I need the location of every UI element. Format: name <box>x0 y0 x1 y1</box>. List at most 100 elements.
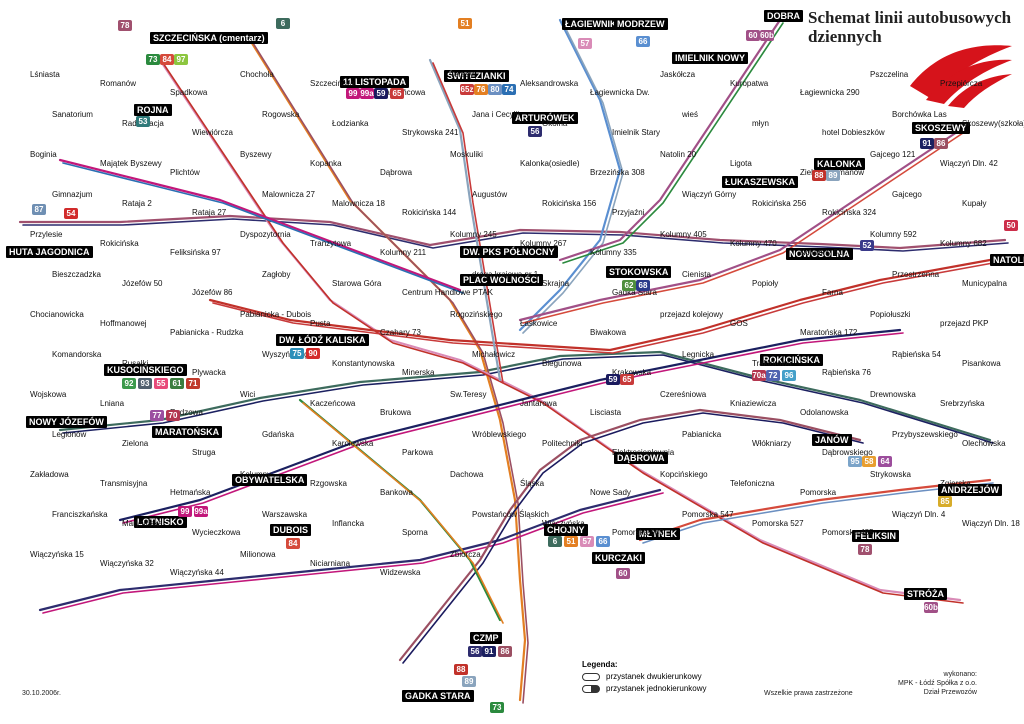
stop-label: Dąbrowa <box>380 168 412 177</box>
stop-label: Rokicińska 256 <box>752 199 806 208</box>
author-block: wykonano: MPK - Łódź Spółka z o.o. Dział… <box>898 670 977 697</box>
stop-label: Sporna <box>402 528 428 537</box>
line-badge: 70a <box>752 370 766 381</box>
route-line <box>20 216 1005 248</box>
hub-rojna: ROJNA <box>134 104 172 116</box>
stop-label: przejazd PKP <box>940 319 988 328</box>
stop-label: Jaskółcza <box>660 70 695 79</box>
line-badge: 90 <box>306 348 320 359</box>
stop-label: Józefów 86 <box>192 288 232 297</box>
stop-label: Rokicińska 324 <box>822 208 876 217</box>
line-badge: 57 <box>578 38 592 49</box>
stop-label: Dyspozytornia <box>240 230 291 239</box>
stop-label: Lśniasta <box>30 70 60 79</box>
stop-label: Chocianowicka <box>30 310 84 319</box>
stop-label: Zbiorcza <box>450 550 481 559</box>
stop-label: Kolumny 245 <box>450 230 497 239</box>
stop-label: Kolumny 592 <box>870 230 917 239</box>
stop-label: Widzewska <box>380 568 420 577</box>
stop-label: Przepiórcza <box>940 79 982 88</box>
stop-label: Romanów <box>100 79 136 88</box>
hub-huta: HUTA JAGODNICA <box>6 246 93 258</box>
line-badge: 89 <box>826 170 840 181</box>
stop-label: Pabianicka - Rudzka <box>170 328 243 337</box>
line-badge: 55 <box>154 378 168 389</box>
stop-label: Łaskowice <box>520 319 557 328</box>
stop-label: Lniana <box>100 399 124 408</box>
stop-label: Wiączyń Dln. 4 <box>892 510 945 519</box>
hub-stokowska: STOKOWSKA <box>606 266 671 278</box>
stop-label: młyn <box>752 119 769 128</box>
stop-label: Wojskowa <box>30 390 66 399</box>
stop-label: Skoszewy(szkoła) <box>962 119 1024 128</box>
stop-label: Rzgowska <box>310 479 347 488</box>
line-badge: 88 <box>454 664 468 675</box>
author-line: Dział Przewozów <box>898 688 977 697</box>
stop-label: Karolewska <box>332 439 373 448</box>
stop-label: Cienista <box>682 270 711 279</box>
stop-label: Łagiewnicka 290 <box>800 88 860 97</box>
route-line <box>523 23 623 333</box>
stop-label: Wici <box>240 390 255 399</box>
line-badge: 80 <box>488 84 502 95</box>
line-badge: 77 <box>150 410 164 421</box>
stop-label: Pabianicka <box>682 430 721 439</box>
line-badge: 74 <box>502 84 516 95</box>
stop-label: Farna <box>822 288 843 297</box>
stop-label: Kolumny 682 <box>940 239 987 248</box>
stop-label: Kopanka <box>310 159 342 168</box>
stop-label: Minerska <box>402 368 434 377</box>
stop-label: Pusta <box>310 319 330 328</box>
stop-label: Wycieczkowa <box>192 528 240 537</box>
stop-label: Włókniarzy <box>752 439 791 448</box>
stop-label: Pomorska 585 <box>612 528 664 537</box>
stop-label: Majątek Byszewy <box>100 159 162 168</box>
stop-label: Rąbieńska 76 <box>822 368 871 377</box>
line-badge: 65z <box>460 84 474 95</box>
stop-label: Franciszkańska <box>52 510 108 519</box>
line-badge: 85 <box>938 496 952 507</box>
stop-label: Parkowa <box>402 448 433 457</box>
line-badge: 78 <box>858 544 872 555</box>
stop-label: Bankowa <box>380 488 413 497</box>
stop-label: Gdańska <box>262 430 294 439</box>
hub-nowyjozefow: NOWY JÓZEFÓW <box>26 416 107 428</box>
stop-label: Borchówka Las <box>892 110 947 119</box>
stop-label: Kniaziewicza <box>730 399 776 408</box>
stop-label: Michałowicz <box>472 350 515 359</box>
hub-lagiewniki: ŁAGIEWNIKI <box>562 18 622 30</box>
stop-label: Biegunowa <box>542 359 582 368</box>
stop-label: Feliksińska 97 <box>170 248 221 257</box>
stop-label: Legionów <box>52 430 86 439</box>
stop-label: hotel Dobieszków <box>822 128 885 137</box>
stop-label: Okólna <box>542 119 567 128</box>
stop-label: Biwakowa <box>590 328 626 337</box>
stop-label: Telefoniczna <box>730 479 774 488</box>
line-badge: 6 <box>548 536 562 547</box>
stop-label: Rokicińska <box>100 239 139 248</box>
stop-label: Zielona <box>122 439 148 448</box>
stop-label: Gimnazjum <box>52 190 92 199</box>
hub-dobra: DOBRA <box>764 10 803 22</box>
stop-label: Ligota <box>730 159 752 168</box>
legend-title: Legenda: <box>582 660 732 669</box>
stop-label: Józefów 50 <box>122 279 162 288</box>
hub-natolin: NATOLIN <box>990 254 1024 266</box>
line-badge: 78 <box>118 20 132 31</box>
hub-janow: JANÓW <box>812 434 852 446</box>
stop-label: Traktorowa <box>752 359 792 368</box>
line-badge: 70 <box>166 410 180 421</box>
hub-stroza: STRÓŻA <box>904 588 947 600</box>
stop-label: Strykowska 241 <box>402 128 458 137</box>
stop-label: Strykowska <box>870 470 911 479</box>
stop-label: wieś <box>682 110 698 119</box>
stop-label: Bieszczadzka <box>52 270 101 279</box>
line-badge: 66 <box>636 36 650 47</box>
stop-label: Pomorska <box>800 488 836 497</box>
stop-label: Lisciasta <box>590 408 621 417</box>
stop-label: Pszczelina <box>870 70 908 79</box>
stop-label: Transmisyjna <box>100 479 147 488</box>
stop-label: Elektrociepłownia <box>612 448 674 457</box>
stop-label: Pomorska 485 <box>822 528 874 537</box>
stop-label: Nowe Sady <box>590 488 631 497</box>
